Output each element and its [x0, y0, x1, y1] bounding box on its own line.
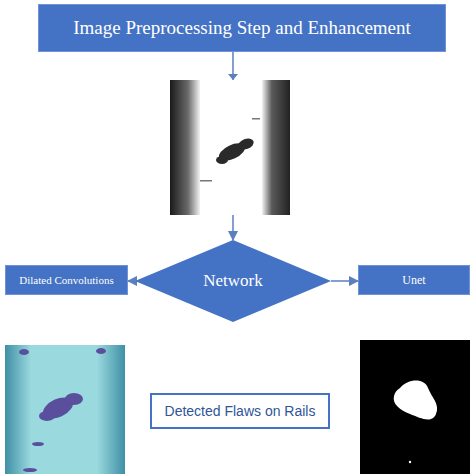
flaw-spot: [96, 348, 106, 354]
rail-background: [170, 80, 290, 215]
node-label: Dilated Convolutions: [19, 274, 113, 286]
process-box: Image Preprocessing Step and Enhancement: [38, 4, 446, 52]
rail-mark: [252, 118, 260, 120]
output-background: [5, 345, 125, 474]
flaw-blob: [65, 393, 83, 405]
rail-mark: [200, 180, 212, 182]
result-box: Detected Flaws on Rails: [150, 393, 330, 429]
process-box: Unet: [358, 265, 470, 295]
flaw-spot: [19, 349, 29, 355]
flaw-spot: [32, 442, 44, 446]
flaw-spot: [23, 468, 37, 472]
process-box: Dilated Convolutions: [5, 265, 128, 295]
node-label: Image Preprocessing Step and Enhancement: [73, 17, 411, 39]
flaw-mask: [394, 381, 437, 420]
arrow-connector: [331, 280, 358, 282]
node-label: Network: [203, 271, 262, 291]
rail-band: [262, 80, 290, 215]
diamond-outline: [135, 240, 331, 322]
rail-image: [170, 74, 290, 215]
dilated-output-image: [5, 345, 125, 474]
unet-output-image: [360, 340, 470, 474]
arrow-head: [228, 74, 238, 80]
decision-diamond: Network: [135, 240, 331, 322]
node-label: Unet: [402, 273, 425, 288]
flaw-blob: [39, 411, 55, 421]
output-band: [5, 345, 31, 474]
flaw-blob: [216, 156, 228, 164]
output-band: [97, 345, 125, 474]
arrow-connector: [128, 280, 135, 282]
node-label: Detected Flaws on Rails: [165, 403, 316, 419]
mask-background: [360, 340, 470, 474]
mask-dot: [409, 461, 411, 463]
rail-band: [170, 80, 200, 215]
flaw-blob: [237, 137, 255, 152]
